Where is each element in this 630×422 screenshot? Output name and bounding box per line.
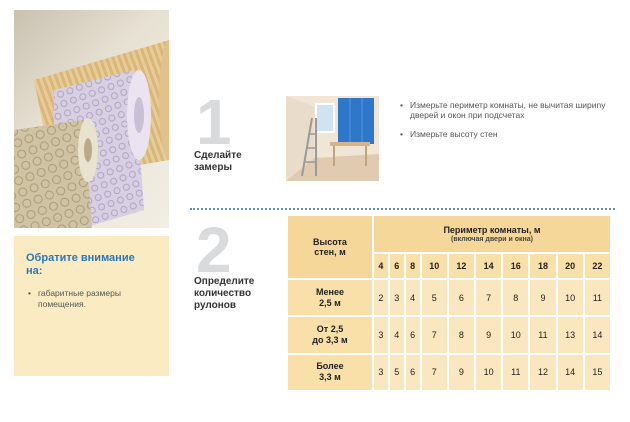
height-header-line1: Высота	[313, 237, 347, 247]
table-cell: 6	[446, 277, 477, 318]
row-label-line2: до 3,3 м	[312, 334, 348, 345]
table-cell: 13	[555, 315, 585, 355]
room-measurement-image	[286, 96, 379, 181]
perimeter-header-sub: (включая двери и окна)	[451, 236, 533, 243]
step-2-label-line2: количество	[194, 288, 252, 299]
table-cell: 4	[403, 277, 422, 318]
table-cell: 9	[446, 352, 477, 393]
step-2-label-line3: рулонов	[194, 300, 237, 311]
table-cell: 5	[387, 352, 406, 393]
rolls-table: Высота стен, м Периметр комнаты, м (вклю…	[286, 214, 613, 393]
table-cell: 6	[403, 315, 422, 355]
perimeter-value: 22	[582, 252, 613, 280]
table-cell: 3	[372, 352, 390, 393]
table-row: Менее 2,5 м 2 3 4 5 6 7 8 9 10 11	[286, 277, 613, 318]
step-2-number: 2	[196, 214, 232, 286]
table-cell: 7	[419, 352, 449, 393]
instruction-item: Измерьте высоту стен	[396, 129, 628, 139]
notice-item: габаритные размеры помещения.	[26, 288, 166, 310]
perimeter-value: 18	[528, 252, 558, 280]
height-header-line2: стен, м	[314, 247, 346, 257]
notice-list: габаритные размеры помещения.	[26, 288, 166, 310]
step-2-label: Определите количество рулонов	[194, 276, 254, 312]
wallpaper-rolls-illustration	[14, 40, 169, 228]
table-cell: 3	[387, 277, 406, 318]
perimeter-value: 4	[372, 252, 390, 280]
row-label-line2: 3,3 м	[319, 372, 341, 383]
step-2-label-line1: Определите	[194, 276, 255, 287]
instruction-item: Измерьте периметр комнаты, не вычитая ши…	[396, 100, 628, 120]
perimeter-value: 10	[419, 252, 449, 280]
table-cell: 7	[419, 315, 449, 355]
notice-box: Обратите внимание на: габаритные размеры…	[14, 236, 169, 376]
table-cell: 10	[555, 277, 585, 318]
notice-title-line1: Обратите внимание	[26, 252, 135, 264]
perimeter-value: 12	[446, 252, 477, 280]
table-cell: 8	[501, 277, 531, 318]
perimeter-value: 16	[501, 252, 531, 280]
notice-title-line2: на:	[26, 265, 43, 277]
row-label-line1: От 2,5	[316, 323, 344, 334]
row-label-line2: 2,5 м	[319, 297, 341, 308]
row-label-line1: Более	[316, 361, 344, 372]
table-header-row: Высота стен, м Периметр комнаты, м (вклю…	[286, 214, 612, 280]
perimeter-header: Периметр комнаты, м (включая двери и окн…	[372, 214, 612, 254]
perimeter-value: 20	[555, 252, 585, 280]
table-cell: 11	[501, 352, 531, 393]
table-cell: 9	[473, 315, 504, 355]
step-1-label: Сделайте замеры	[194, 150, 242, 174]
room-illustration	[286, 96, 379, 181]
notice-title: Обратите внимание на:	[26, 252, 166, 278]
table-cell: 15	[582, 352, 613, 393]
step-1-label-line2: замеры	[194, 162, 233, 173]
table-row: Более 3,3 м 3 5 6 7 9 10 11 12 14 15	[286, 352, 613, 393]
row-height-label: Менее 2,5 м	[286, 277, 374, 318]
perimeter-header-title: Периметр комнаты, м	[443, 225, 541, 235]
row-label-line1: Менее	[316, 286, 344, 297]
perimeter-values-row: 4 6 8 10 12 14 16 18 20 22	[287, 252, 613, 280]
perimeter-value: 14	[473, 252, 504, 280]
table-cell: 2	[372, 277, 390, 318]
table-cell: 12	[528, 352, 558, 393]
section-divider	[190, 208, 615, 210]
row-height-label: Более 3,3 м	[286, 352, 374, 393]
table-cell: 8	[446, 315, 477, 355]
wallpaper-rolls-image	[14, 10, 169, 228]
perimeter-value: 8	[403, 252, 422, 280]
table-cell: 11	[528, 315, 558, 355]
step-1-label-line1: Сделайте	[194, 150, 242, 161]
table-cell: 11	[582, 277, 613, 318]
table-cell: 10	[501, 315, 531, 355]
table-row: От 2,5 до 3,3 м 3 4 6 7 8 9 10 11 13 14	[286, 315, 613, 355]
measurement-instructions: Измерьте периметр комнаты, не вычитая ши…	[396, 100, 628, 148]
table-cell: 6	[403, 352, 422, 393]
table-cell: 7	[473, 277, 504, 318]
table-cell: 3	[372, 315, 390, 355]
row-height-label: От 2,5 до 3,3 м	[286, 315, 374, 355]
table-cell: 4	[387, 315, 406, 355]
table-cell: 10	[473, 352, 504, 393]
table-cell: 9	[528, 277, 558, 318]
table-cell: 14	[555, 352, 585, 393]
table-cell: 14	[582, 315, 613, 355]
step-1-number: 1	[196, 86, 232, 158]
height-header: Высота стен, м	[286, 214, 374, 280]
table-cell: 5	[419, 277, 449, 318]
perimeter-value: 6	[387, 252, 406, 280]
